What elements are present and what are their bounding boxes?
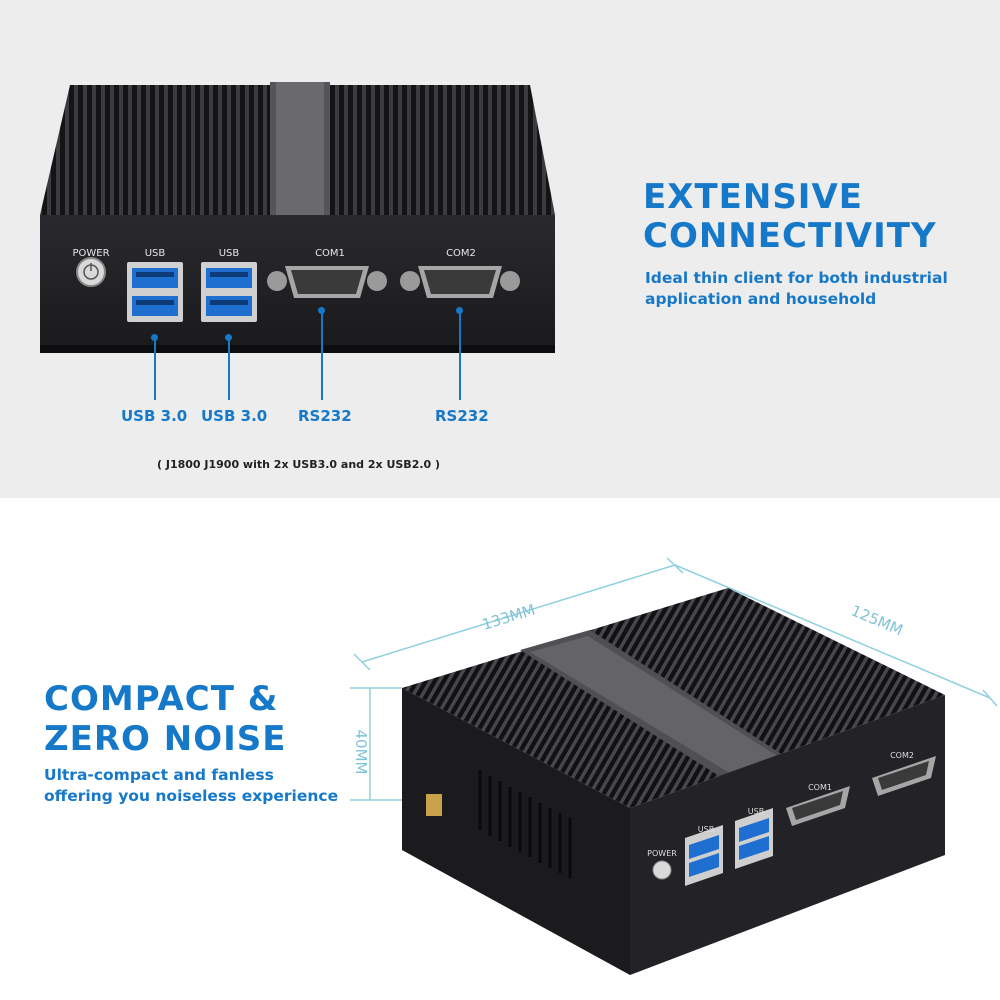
compact-subtext-line2: offering you noiseless experience: [44, 787, 339, 805]
com-port-1: [267, 266, 387, 298]
callout-line-com1: [321, 311, 323, 400]
callout-line-com2: [459, 311, 461, 400]
usb-port-stack-2: [201, 262, 257, 322]
connectivity-subtext-line1: Ideal thin client for both industrial: [645, 269, 948, 287]
callout-rs232-1: RS232: [298, 407, 352, 425]
com2-label-iso: COM2: [890, 751, 914, 760]
com-port-iso-2: [872, 756, 936, 796]
usb-port-stack-iso-2: [735, 808, 773, 869]
callout-rs232-2: RS232: [435, 407, 489, 425]
compact-subtext-line1: Ultra-compact and fanless: [44, 766, 274, 784]
wifi-antenna-connector: [426, 794, 442, 816]
power-label-iso: POWER: [647, 849, 677, 858]
callout-dot-com2: [456, 307, 463, 314]
com-port-iso-1: [786, 786, 850, 826]
mini-pc-isometric-view: 133MM 125MM 40MM POWER USB USB COM1 COM2: [350, 557, 998, 975]
usb-label-iso-2: USB: [748, 807, 764, 816]
usb-label-2: USB: [219, 248, 240, 259]
callout-usb30-1: USB 3.0: [121, 407, 188, 425]
usb-port-stack-1: [127, 262, 183, 322]
power-button-icon: [76, 257, 106, 287]
usb-label-iso-1: USB: [698, 825, 714, 834]
com2-label: COM2: [446, 248, 476, 259]
dimension-width: 125MM: [848, 601, 905, 639]
mini-pc-front-view: POWER USB USB COM1 COM2: [40, 82, 555, 353]
callout-dot-com1: [318, 307, 325, 314]
callout-line-usb2: [228, 338, 230, 400]
usb-port-stack-iso-1: [685, 825, 723, 886]
dimension-height: 40MM: [352, 730, 370, 775]
connectivity-subtext-line2: application and household: [645, 290, 877, 308]
callout-usb30-2: USB 3.0: [201, 407, 268, 425]
connectivity-heading-line1: EXTENSIVE: [643, 177, 863, 217]
power-button-iso-icon: [652, 860, 672, 880]
dimension-lines: [350, 557, 998, 801]
callout-dot-usb2: [225, 334, 232, 341]
dimension-length: 133MM: [480, 601, 537, 634]
model-note: ( J1800 J1900 with 2x USB3.0 and 2x USB2…: [157, 458, 441, 471]
connectivity-heading-line2: CONNECTIVITY: [643, 216, 937, 256]
callout-line-usb1: [154, 338, 156, 400]
usb-label-1: USB: [145, 248, 166, 259]
callout-dot-usb1: [151, 334, 158, 341]
compact-heading-line1: COMPACT &: [44, 679, 279, 719]
com1-label-iso: COM1: [808, 783, 832, 792]
com1-label: COM1: [315, 248, 345, 259]
com-port-2: [400, 266, 520, 298]
power-label: POWER: [72, 248, 109, 259]
compact-heading-line2: ZERO NOISE: [44, 719, 287, 759]
